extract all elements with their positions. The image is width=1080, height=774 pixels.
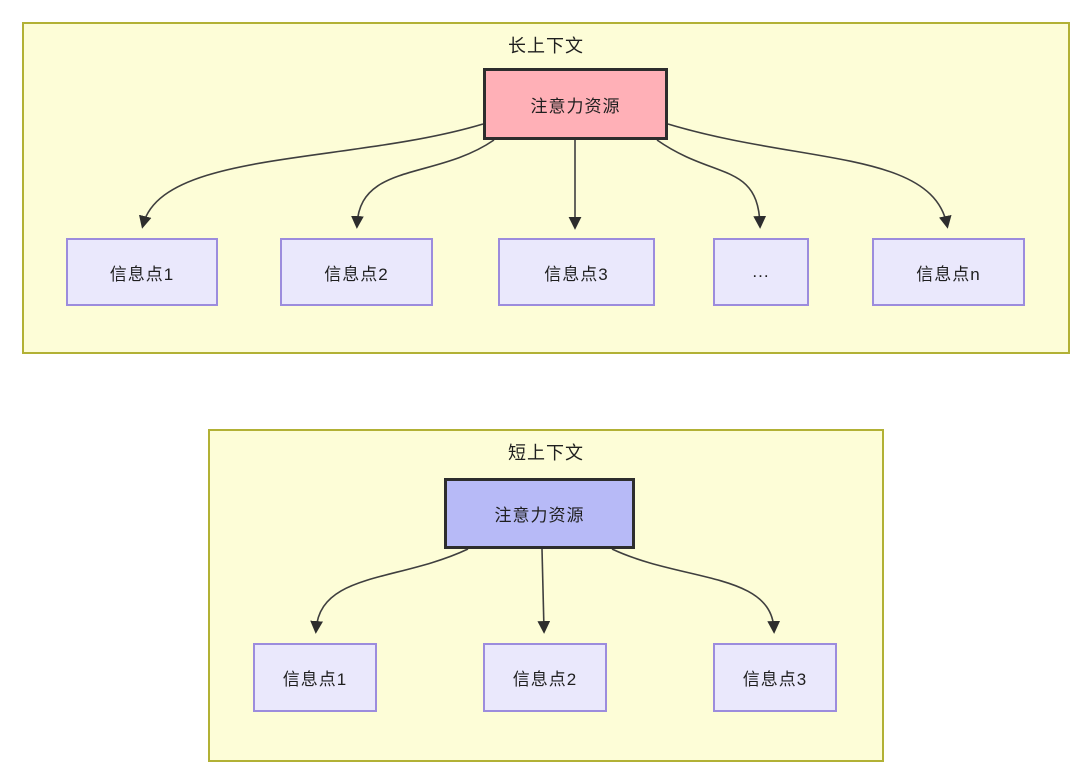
info-node-long-3: 信息点3 [498, 238, 655, 306]
info-node-long-ellipsis: ... [713, 238, 809, 306]
info-node-long-1: 信息点1 [66, 238, 218, 306]
info-node-long-n: 信息点n [872, 238, 1025, 306]
info-node-short-1: 信息点1 [253, 643, 377, 712]
info-node-long-2: 信息点2 [280, 238, 433, 306]
panel-long-context-title: 长上下文 [508, 36, 584, 56]
info-node-short-2: 信息点2 [483, 643, 607, 712]
attention-resource-box-short: 注意力资源 [444, 478, 635, 549]
panel-short-context-title: 短上下文 [508, 443, 584, 463]
attention-resource-box-long: 注意力资源 [483, 68, 668, 140]
info-node-short-3: 信息点3 [713, 643, 837, 712]
